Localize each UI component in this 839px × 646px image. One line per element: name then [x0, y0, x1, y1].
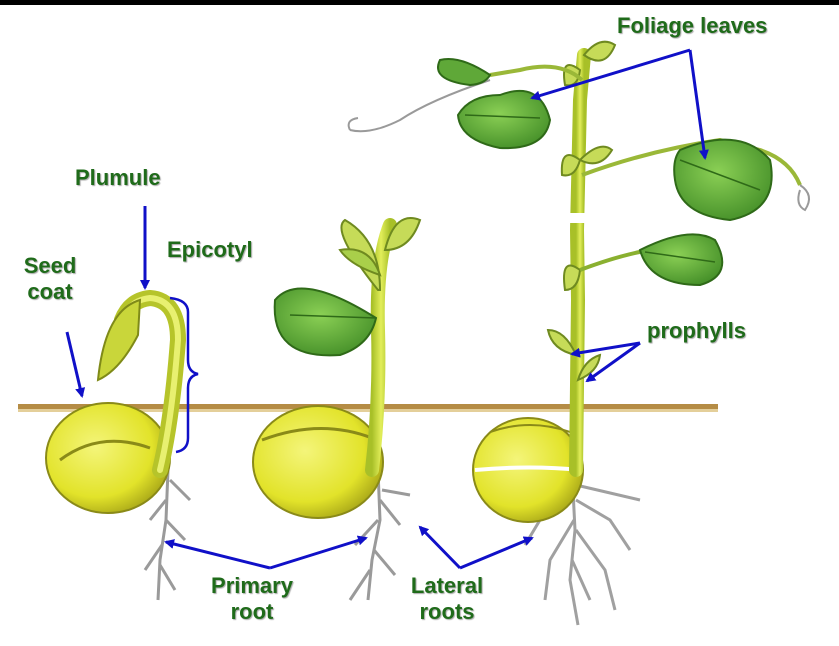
label-seed-coat: Seed coat — [20, 253, 80, 305]
arrow-lateral-right — [460, 538, 532, 568]
label-prophylls: prophylls — [647, 318, 746, 344]
arrow-lateral-left — [420, 527, 460, 568]
label-lateral-roots: Lateral roots — [397, 573, 497, 625]
arrow-primary-root-left — [166, 542, 270, 568]
arrow-primary-root-right — [270, 538, 366, 568]
label-plumule: Plumule — [75, 165, 161, 191]
arrow-foliage-left — [532, 50, 690, 98]
label-epicotyl: Epicotyl — [167, 237, 253, 263]
label-primary-root: Primary root — [193, 573, 311, 625]
top-border — [0, 0, 839, 5]
label-foliage-leaves: Foliage leaves — [617, 13, 767, 39]
seedling-early — [46, 298, 190, 600]
arrow-seed-coat — [67, 332, 82, 396]
